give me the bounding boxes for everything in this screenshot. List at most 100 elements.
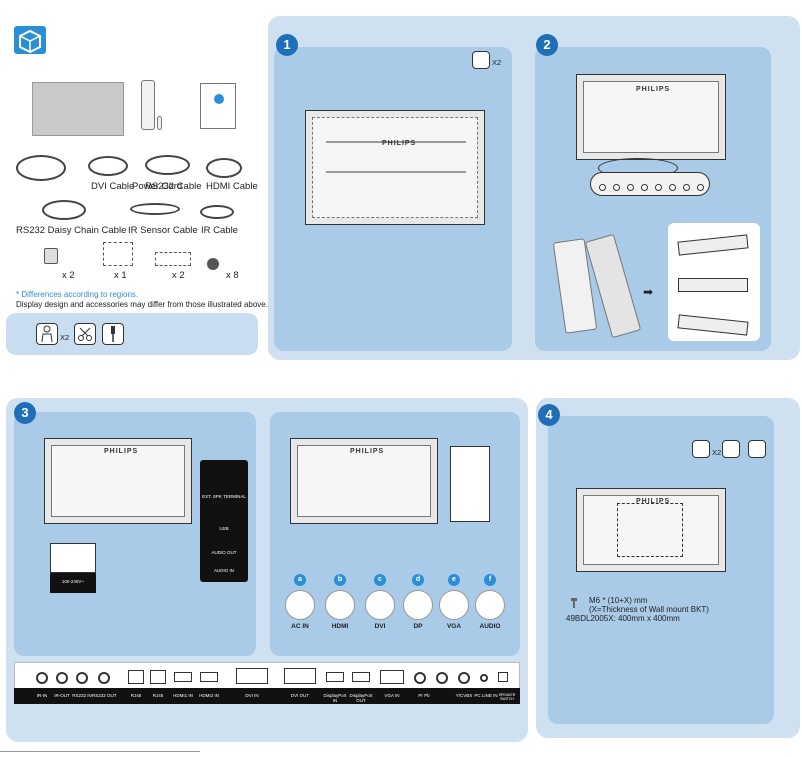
connector-badge-e: e bbox=[448, 574, 460, 586]
vga-icon bbox=[439, 590, 469, 620]
port-label-rs232-out: RS232 OUT bbox=[92, 693, 117, 698]
step-4-tv-image bbox=[576, 488, 726, 572]
screwdriver-icon bbox=[102, 323, 124, 345]
tv-logo: PHILIPS bbox=[636, 498, 671, 505]
screw-spec: M6 * (10+X) mm bbox=[589, 596, 648, 605]
port-label-pc-line-in: PC LINE IN bbox=[474, 693, 498, 698]
keypad-power-button[interactable] bbox=[599, 184, 606, 191]
step-3-tv-image-2 bbox=[290, 438, 438, 524]
power-label: 100-240V~ bbox=[61, 579, 85, 584]
qty-screw: x 8 bbox=[226, 270, 239, 281]
keypad-minus-button[interactable] bbox=[655, 184, 662, 191]
pr-port bbox=[414, 672, 426, 684]
port-label-hdmi2: HDMI2 IN bbox=[199, 693, 219, 698]
port-label-ir-in: IR-IN bbox=[36, 693, 48, 698]
screw-thickness-note: (X=Thickness of Wall mount BKT) bbox=[589, 605, 709, 614]
connector-row: a AC IN b HDMI c DVI d DP e VGA f AUDIO bbox=[284, 574, 514, 634]
box-contents-icon bbox=[14, 26, 46, 54]
keypad-down-button[interactable] bbox=[683, 184, 690, 191]
power-cord-label: Power Cord bbox=[132, 181, 183, 192]
tv-logo: PHILIPS bbox=[350, 448, 385, 455]
connector-badge-d: d bbox=[412, 574, 424, 586]
speaker-switch bbox=[498, 672, 508, 682]
rj45-port-1 bbox=[128, 670, 144, 684]
two-people-icon bbox=[36, 323, 58, 345]
port-label-ir-out: IR-OUT bbox=[54, 693, 70, 698]
step-1-badge: 1 bbox=[276, 34, 298, 56]
screw-image bbox=[207, 258, 219, 270]
keypad-menu2-button[interactable] bbox=[697, 184, 704, 191]
port-label-vga-in: VGA IN bbox=[384, 693, 400, 698]
rs232-in-port bbox=[76, 672, 88, 684]
dp-out-port bbox=[352, 672, 370, 682]
hdmi-cable-image bbox=[206, 158, 242, 178]
port-label-hdmi1: HDMI1 IN bbox=[173, 693, 193, 698]
two-people-icon bbox=[692, 440, 710, 458]
ac-in-label: AC IN bbox=[291, 623, 309, 630]
rj45-port-2 bbox=[150, 670, 166, 684]
footer-rule bbox=[0, 751, 200, 752]
step-1-people: X2 bbox=[492, 58, 502, 67]
dvi-icon bbox=[365, 590, 395, 620]
ext-spk-label: EXT. SPK TERMINAL bbox=[202, 494, 246, 499]
port-label-dp-out: DisplayPort OUT bbox=[349, 693, 373, 703]
tv-logo: PHILIPS bbox=[382, 140, 417, 147]
dvi-label: DVI bbox=[374, 623, 386, 630]
tv-logo: PHILIPS bbox=[636, 86, 671, 93]
step-4-badge: 4 bbox=[538, 404, 560, 426]
qty-clamp: x 2 bbox=[172, 270, 185, 281]
screw-icon bbox=[570, 595, 578, 608]
wall-mount-dimensions: 49BDL2005X: 400mm x 400mm bbox=[566, 614, 680, 623]
connector-badge-b: b bbox=[334, 574, 346, 586]
hdmi-icon bbox=[325, 590, 355, 620]
regions-note: * Differences according to regions. bbox=[16, 290, 139, 299]
people-count: X2 bbox=[60, 333, 70, 342]
step-4-people: X2 bbox=[712, 448, 722, 457]
keypad-source-button[interactable] bbox=[613, 184, 620, 191]
rs232-cable-image bbox=[145, 155, 190, 175]
rear-io-label-strip bbox=[14, 688, 520, 704]
step-3-tv-image bbox=[44, 438, 192, 524]
displayport-icon bbox=[403, 590, 433, 620]
tv-logo: PHILIPS bbox=[104, 448, 139, 455]
keypad-up-button[interactable] bbox=[669, 184, 676, 191]
port-label-rs232-in: RS232 IN bbox=[72, 693, 92, 698]
dvi-cable-label: DVI Cable bbox=[91, 181, 135, 192]
port-label-y-cvbs: Y/CVBS bbox=[455, 693, 473, 698]
dp-in-port bbox=[326, 672, 344, 682]
side-io-panel: EXT. SPK TERMINAL USB AUDIO OUT AUDIO IN bbox=[200, 460, 248, 582]
step-1-tv-image bbox=[305, 110, 485, 225]
ir-sensor-label: IR Sensor Cable bbox=[128, 225, 198, 236]
ir-sensor-image bbox=[130, 203, 180, 215]
two-people-icon bbox=[472, 51, 490, 69]
dp-label: DP bbox=[413, 623, 423, 630]
monitor-image bbox=[32, 82, 124, 136]
pb-port bbox=[436, 672, 448, 684]
power-switch[interactable] bbox=[50, 543, 96, 573]
ir-out-port bbox=[56, 672, 68, 684]
audio-icon bbox=[475, 590, 505, 620]
vga-label: VGA bbox=[446, 623, 462, 630]
audio-in-label: AUDIO IN bbox=[213, 568, 234, 573]
port-label-rj45-1: RJ45 bbox=[130, 693, 142, 698]
port-label-dvi-in: DVI IN bbox=[245, 693, 259, 698]
hdmi-cable-label: HDMI Cable bbox=[206, 181, 258, 192]
arrow-right-icon: ➡ bbox=[643, 285, 654, 299]
keypad-menu-button[interactable] bbox=[627, 184, 634, 191]
step-2-tv-image bbox=[576, 74, 726, 160]
qty-holder: x 2 bbox=[62, 270, 75, 281]
rs232-daisy-image bbox=[42, 200, 86, 220]
ir-cable-image bbox=[200, 205, 234, 219]
rs232-cable-label: RS232 Cable bbox=[145, 181, 202, 192]
hdmi1-port bbox=[174, 672, 192, 682]
keypad-plus-button[interactable] bbox=[641, 184, 648, 191]
batteries-image bbox=[157, 116, 162, 130]
dvi-cable-image bbox=[88, 156, 128, 176]
dvi-out-port bbox=[284, 668, 316, 684]
qty-bracket: x 1 bbox=[114, 270, 127, 281]
step-3-badge: 3 bbox=[14, 402, 36, 424]
vga-in-port bbox=[380, 670, 404, 684]
step-2-badge: 2 bbox=[536, 34, 558, 56]
ir-in-port bbox=[36, 672, 48, 684]
usb-label: USB bbox=[219, 526, 229, 531]
